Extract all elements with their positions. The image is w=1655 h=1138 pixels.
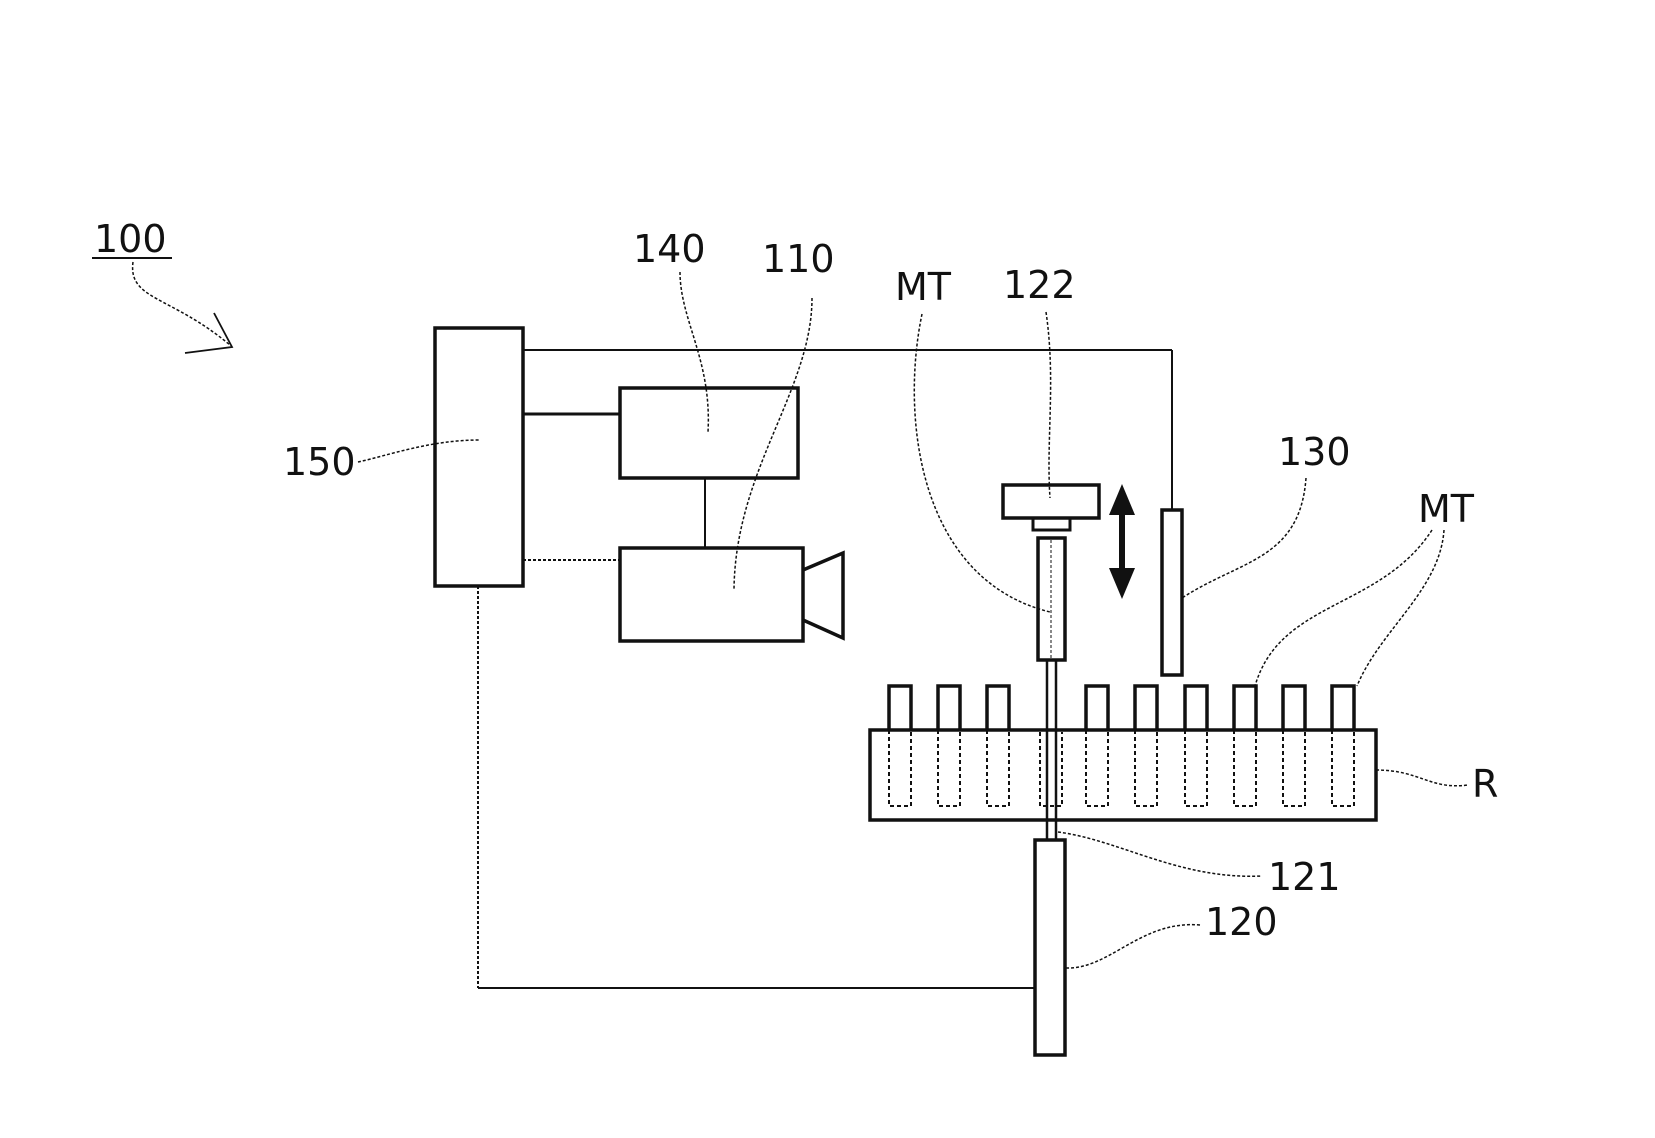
tube-6 bbox=[1135, 686, 1157, 806]
tube-1 bbox=[889, 686, 911, 806]
shaft-leader bbox=[1058, 832, 1262, 876]
system-arrow-head bbox=[185, 313, 232, 353]
label-pusher-122: 122 bbox=[1003, 263, 1076, 307]
unit-140-leader bbox=[680, 272, 708, 432]
tubes-mt-leader-2 bbox=[1357, 530, 1444, 686]
tube-empty-slot bbox=[1040, 732, 1062, 806]
tube-8 bbox=[1234, 686, 1256, 806]
system-pointer-curve bbox=[133, 262, 230, 345]
tube-9 bbox=[1283, 686, 1305, 806]
controller-box-150 bbox=[435, 328, 523, 586]
pusher-head-122 bbox=[1003, 485, 1099, 518]
label-rack-r: R bbox=[1472, 762, 1498, 806]
label-holder-mt: MT bbox=[895, 265, 952, 309]
unit-box-140 bbox=[620, 388, 798, 478]
rack-tubes bbox=[889, 686, 1354, 806]
label-camera-110: 110 bbox=[762, 237, 835, 281]
tube-2 bbox=[938, 686, 960, 806]
motion-arrow-head-top bbox=[1109, 484, 1135, 515]
rack-leader bbox=[1376, 770, 1468, 786]
actuator-120 bbox=[1035, 840, 1065, 1055]
tube-3 bbox=[987, 686, 1009, 806]
label-actuator-120: 120 bbox=[1205, 900, 1278, 944]
controller-leader bbox=[358, 440, 480, 462]
label-unit-140: 140 bbox=[633, 227, 706, 271]
pusher-collar bbox=[1033, 518, 1070, 530]
label-shaft-121: 121 bbox=[1268, 855, 1341, 899]
label-sensor-130: 130 bbox=[1278, 430, 1351, 474]
tubes-mt-leader-1 bbox=[1255, 530, 1432, 686]
camera-lens bbox=[803, 553, 843, 638]
sensor-leader bbox=[1182, 478, 1306, 598]
camera-leader bbox=[734, 298, 812, 590]
camera-body-110 bbox=[620, 548, 803, 641]
holder-mt-leader bbox=[914, 314, 1050, 612]
label-tubes-mt: MT bbox=[1418, 487, 1475, 531]
tube-10 bbox=[1332, 686, 1354, 806]
tube-5 bbox=[1086, 686, 1108, 806]
sensor-probe-130 bbox=[1162, 510, 1182, 675]
actuator-leader bbox=[1065, 925, 1200, 968]
label-controller-150: 150 bbox=[283, 440, 356, 484]
tube-7 bbox=[1185, 686, 1207, 806]
pusher-leader bbox=[1046, 312, 1051, 498]
motion-arrow-head-bottom bbox=[1109, 568, 1135, 599]
label-system-100: 100 bbox=[94, 217, 167, 261]
